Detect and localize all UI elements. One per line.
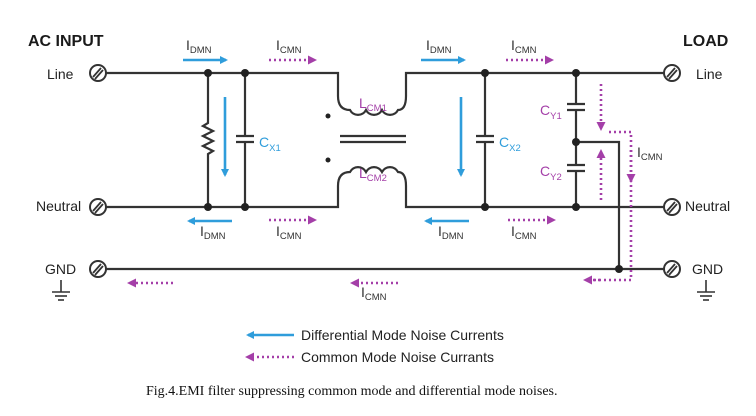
ground-icon-left	[52, 280, 70, 301]
resistor	[200, 73, 216, 207]
polarity-dot-top	[325, 113, 331, 119]
terminal-left-line	[89, 64, 107, 82]
ground-icon-right	[697, 280, 715, 301]
idmn-label-top-left: IDMN	[186, 37, 212, 56]
lcm1-label: LCM1	[359, 95, 387, 114]
left-gnd-label: GND	[45, 261, 76, 277]
left-neutral-label: Neutral	[36, 198, 81, 214]
ac-input-header: AC INPUT	[28, 33, 104, 50]
dm-arrows	[183, 56, 469, 225]
idmn-label-bottom-right: IDMN	[438, 223, 464, 242]
cy2-label: CY2	[540, 163, 562, 183]
figure-caption: Fig.4.EMI filter suppressing common mode…	[146, 384, 558, 399]
terminal-left-neutral	[89, 198, 107, 216]
cx1-label: CX1	[259, 134, 281, 154]
terminal-right-neutral	[663, 198, 681, 216]
polarity-dot-bottom	[325, 157, 331, 163]
line-wire-right	[404, 71, 664, 96]
neutral-wire-right	[404, 186, 664, 209]
icmn-label-top-left: ICMN	[276, 37, 302, 56]
left-line-label: Line	[47, 66, 74, 82]
cx2-label: CX2	[499, 134, 521, 154]
icmn-label-bottom-right: ICMN	[511, 223, 537, 242]
icmn-label-bottom-left: ICMN	[276, 223, 302, 242]
terminal-right-line	[663, 64, 681, 82]
cm-path-gnd-return	[592, 130, 633, 282]
cy-midpoint-to-gnd	[576, 140, 621, 269]
idmn-label-bottom-left: IDMN	[200, 223, 226, 242]
terminal-left-gnd	[89, 260, 107, 278]
right-line-label: Line	[696, 66, 723, 82]
right-gnd-label: GND	[692, 261, 723, 277]
terminal-right-gnd	[663, 260, 681, 278]
legend-cm-label: Common Mode Noise Currants	[301, 349, 494, 365]
load-header: LOAD	[683, 33, 728, 50]
capacitor-cx2	[476, 73, 494, 207]
icmn-label-gnd: ICMN	[361, 284, 387, 303]
legend-dm-label: Differential Mode Noise Currents	[301, 327, 504, 343]
choke-winding-top	[336, 95, 408, 116]
icmn-label-top-right: ICMN	[511, 37, 537, 56]
right-neutral-label: Neutral	[685, 198, 730, 214]
cy1-label: CY1	[540, 102, 562, 122]
lcm2-label: LCM2	[359, 165, 387, 184]
legend: Differential Mode Noise Currents Common …	[245, 327, 504, 365]
choke-winding-bottom	[336, 166, 408, 187]
wires	[106, 71, 664, 271]
icmn-label-right-vertical: ICMN	[637, 144, 663, 163]
capacitor-cy1-cy2	[567, 73, 585, 207]
neutral-wire-left	[106, 186, 340, 209]
cm-arrows	[127, 55, 636, 288]
capacitor-cx1	[236, 73, 254, 207]
line-wire-left	[106, 71, 340, 96]
idmn-label-top-right: IDMN	[426, 37, 452, 56]
junctions	[204, 69, 623, 273]
